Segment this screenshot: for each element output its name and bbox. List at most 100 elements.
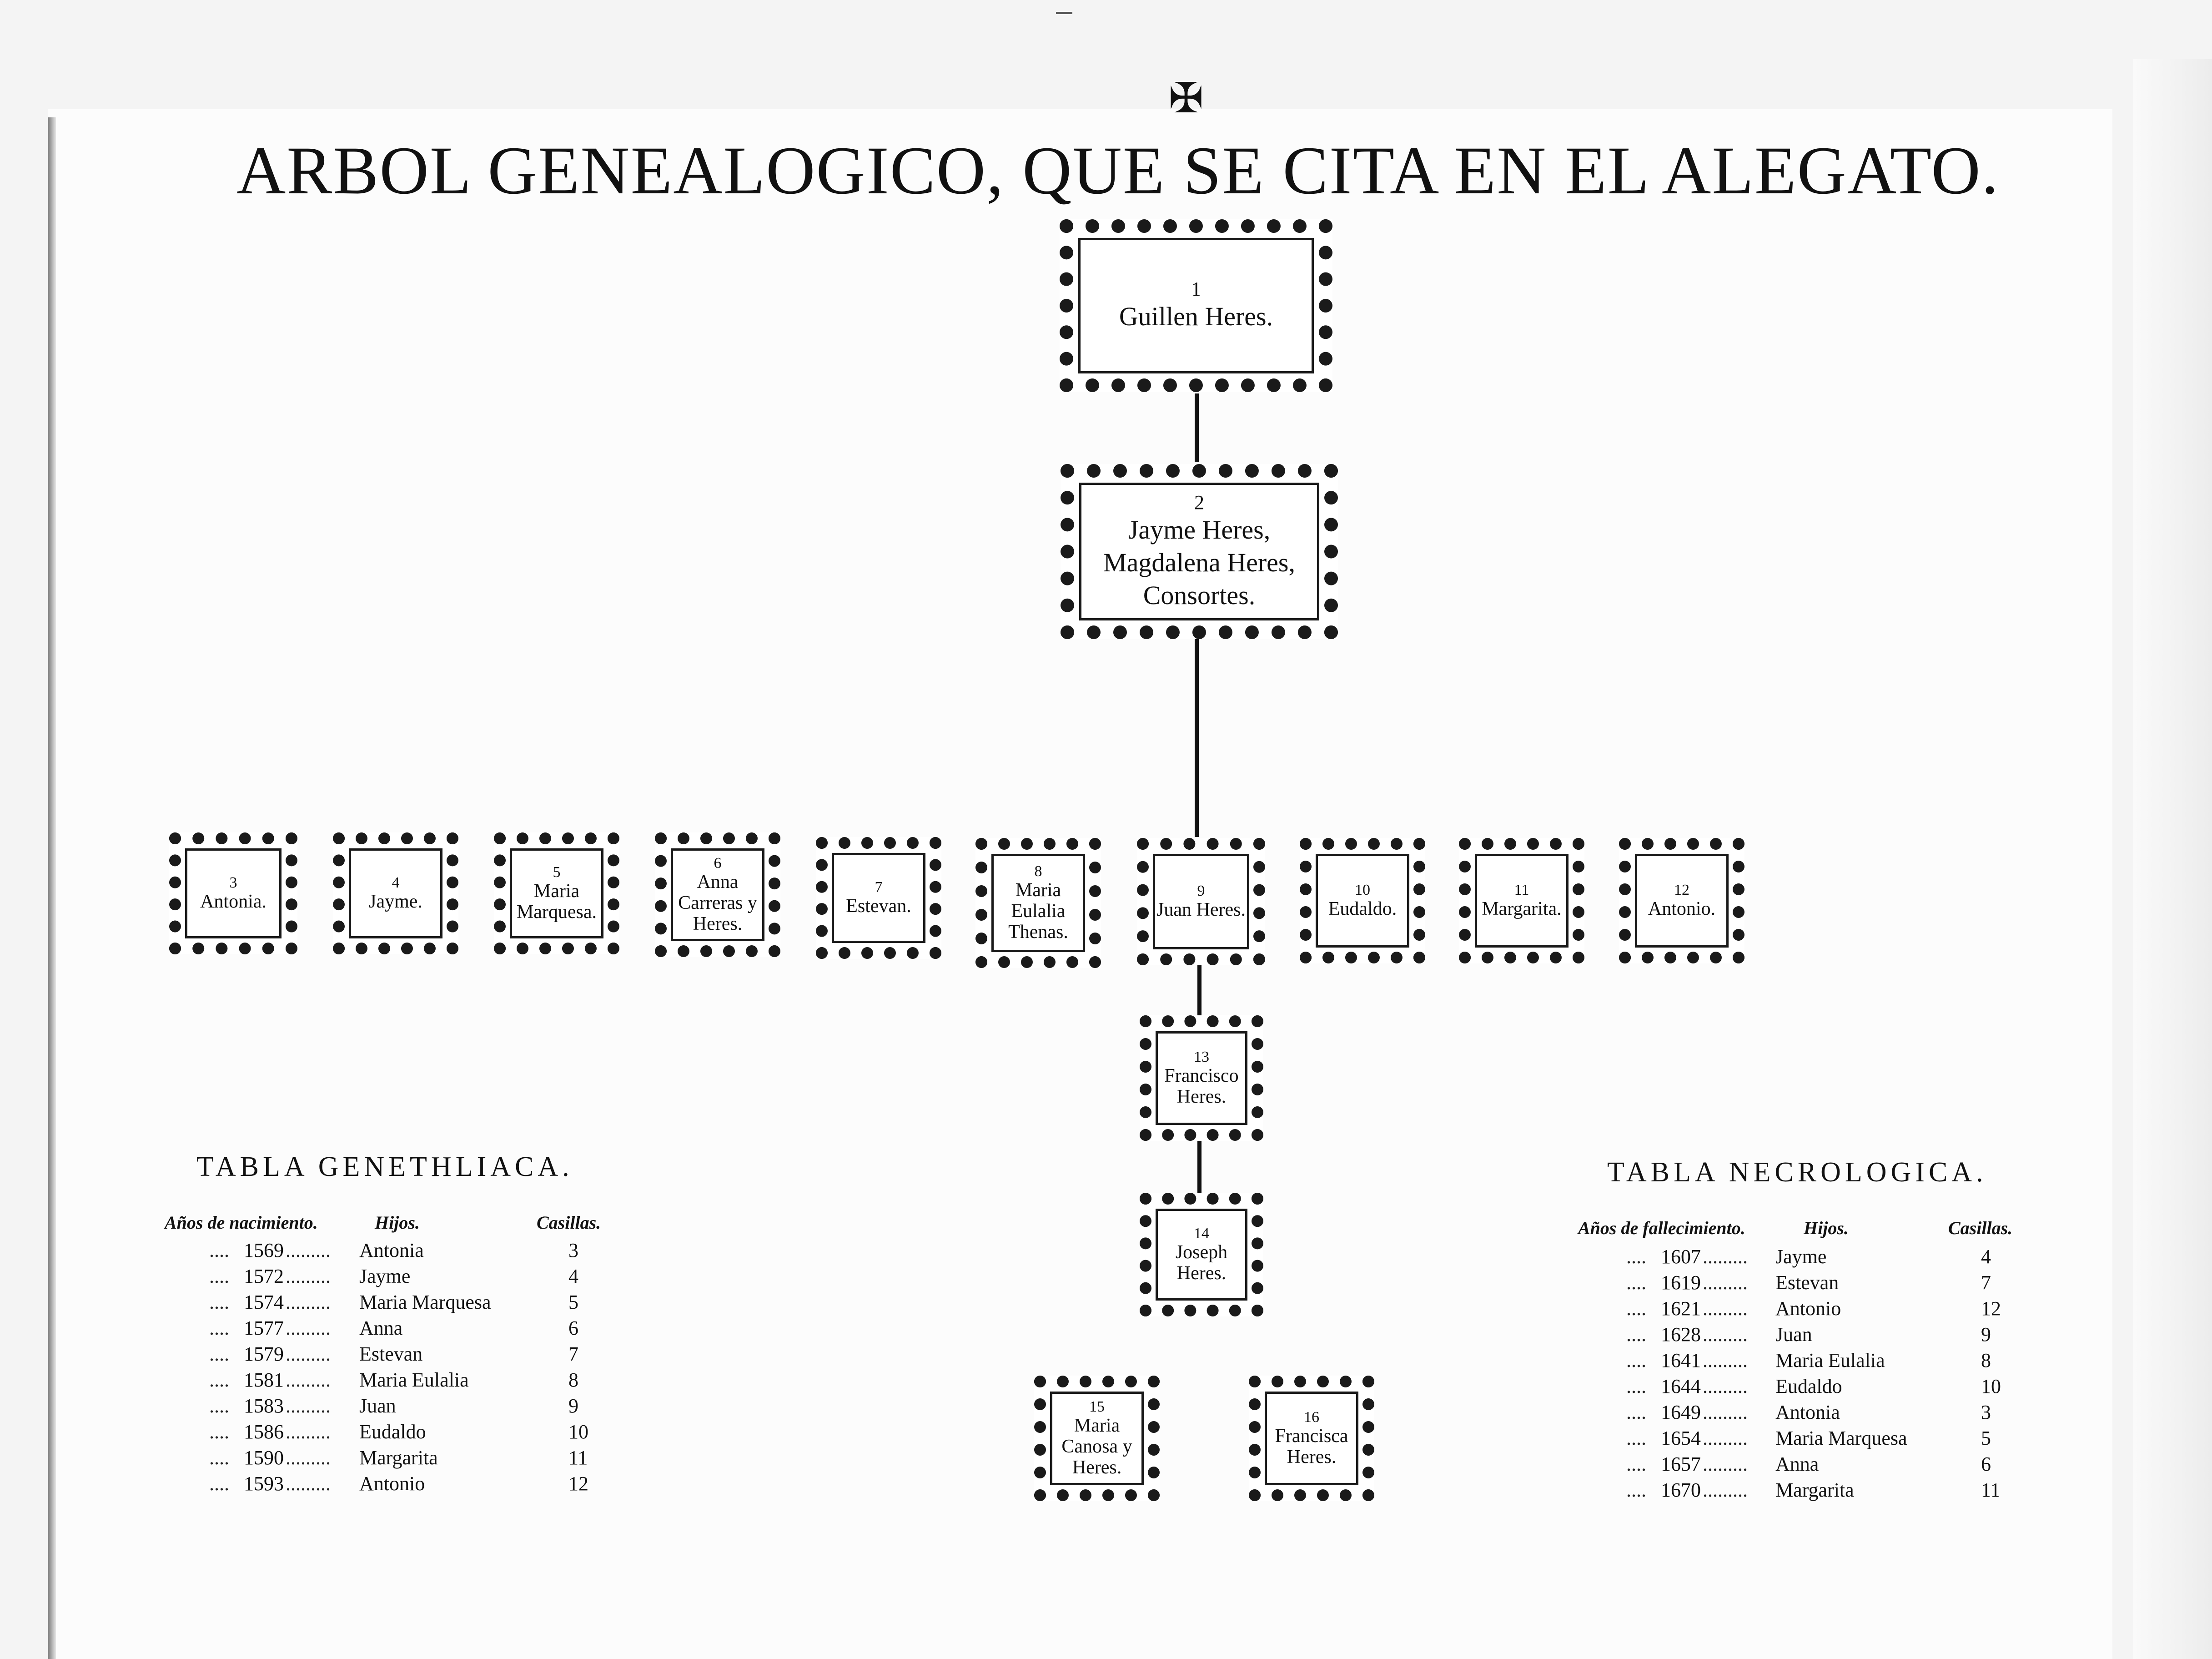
name-cell: Maria Eulalia [359, 1369, 469, 1391]
leader-dots: .... [1626, 1375, 1646, 1397]
leader-dots: .... [209, 1395, 229, 1417]
tree-box-8: 8 Maria Eulalia Thenas. [975, 838, 1101, 968]
tree-box-3: 3 Antonia. [169, 832, 297, 954]
casilla-cell: 9 [568, 1395, 578, 1417]
leader-dots: .... [209, 1369, 229, 1391]
necrologica-header-years: Años de fallecimiento. [1578, 1218, 1745, 1238]
leader-dots: .... [209, 1447, 229, 1469]
leader-dots: .... [1626, 1401, 1646, 1423]
leader-dots: .... [209, 1317, 229, 1339]
leader-dots: ......... [1703, 1401, 1748, 1423]
leader-dots: ......... [1703, 1349, 1748, 1372]
year-cell: 1579 [244, 1343, 284, 1365]
casilla-cell: 5 [568, 1291, 578, 1313]
leader-dots: .... [209, 1343, 229, 1365]
year-cell: 1654 [1661, 1427, 1701, 1449]
casilla-cell: 6 [568, 1317, 578, 1339]
box-name: Maria Marquesa. [516, 881, 597, 923]
box-name: Margarita. [1482, 898, 1562, 919]
casilla-cell: 6 [1981, 1453, 1991, 1475]
leader-dots: ......... [1703, 1271, 1748, 1294]
year-cell: 1593 [244, 1472, 284, 1495]
cross-icon: ✠ [1168, 74, 1204, 122]
box-name: Magdalena Heres, [1103, 547, 1295, 577]
leader-dots: .... [1626, 1427, 1646, 1449]
name-cell: Estevan [359, 1343, 423, 1365]
name-cell: Eudaldo [1775, 1375, 1842, 1397]
leader-dots: ......... [1703, 1453, 1748, 1475]
year-cell: 1644 [1661, 1375, 1701, 1397]
box-number: 6 [714, 855, 722, 872]
necrologica-title: TABLA NECROLOGICA. [1607, 1157, 1987, 1188]
casilla-cell: 5 [1981, 1427, 1991, 1449]
box-name: Francisco Heres. [1164, 1065, 1239, 1107]
tree-box-1: 1 Guillen Heres. [1060, 219, 1332, 392]
box-number: 5 [553, 864, 561, 881]
casilla-cell: 10 [1981, 1375, 2001, 1397]
genethliaca-header-years: Años de nacimiento. [165, 1212, 318, 1233]
box-number: 11 [1514, 882, 1529, 898]
box-number: 15 [1089, 1398, 1105, 1415]
box-number: 14 [1194, 1225, 1209, 1242]
name-cell: Maria Marquesa [359, 1291, 491, 1313]
name-cell: Margarita [359, 1447, 438, 1469]
casilla-cell: 7 [568, 1343, 578, 1365]
casilla-cell: 4 [568, 1265, 578, 1287]
necrologica-header-children: Hijos. [1804, 1218, 1849, 1238]
leader-dots: .... [1626, 1297, 1646, 1320]
box-number: 1 [1191, 278, 1201, 300]
tree-box-16: 16 Francisca Heres. [1249, 1376, 1374, 1501]
page-title: ARBOL GENEALOGICO, QUE SE CITA EN EL ALE… [236, 133, 2000, 208]
line-2-9 [1195, 637, 1199, 837]
name-cell: Jayme [359, 1265, 411, 1287]
tree-box-9: 9 Juan Heres. [1137, 838, 1265, 965]
box-name: Maria Eulalia Thenas. [1008, 880, 1068, 943]
box-name: Jayme Heres, [1128, 514, 1271, 545]
name-cell: Jayme [1775, 1246, 1827, 1268]
year-cell: 1619 [1661, 1271, 1701, 1294]
casilla-cell: 11 [1981, 1479, 2001, 1501]
name-cell: Antonio [359, 1472, 425, 1495]
leader-dots: ......... [286, 1395, 331, 1417]
casilla-cell: 8 [1981, 1349, 1991, 1372]
tree-box-6: 6 Anna Carreras y Heres. [655, 832, 780, 957]
box-name: Jayme. [369, 891, 422, 912]
box-number: 10 [1355, 882, 1370, 898]
genethliaca-header-cells: Casillas. [537, 1212, 601, 1233]
leader-dots: ......... [286, 1369, 331, 1391]
tree-box-2: 2 Jayme Heres, Magdalena Heres, Consorte… [1061, 464, 1338, 639]
box-name: Anna Carreras y Heres. [678, 872, 757, 934]
sheet-left-edge [48, 117, 56, 1659]
leader-dots: .... [1626, 1271, 1646, 1294]
leader-dots: .... [209, 1291, 229, 1313]
box-name: Antonio. [1648, 898, 1716, 919]
leader-dots: .... [1626, 1349, 1646, 1372]
name-cell: Juan [359, 1395, 396, 1417]
name-cell: Anna [359, 1317, 403, 1339]
tree-box-14: 14 Joseph Heres. [1140, 1193, 1263, 1316]
leader-dots: .... [1626, 1479, 1646, 1501]
box-number: 3 [229, 874, 237, 891]
box-number: 2 [1194, 491, 1204, 514]
name-cell: Antonia [1775, 1401, 1840, 1423]
leader-dots: .... [209, 1472, 229, 1495]
casilla-cell: 8 [568, 1369, 578, 1391]
box-number: 16 [1304, 1409, 1319, 1426]
year-cell: 1574 [244, 1291, 284, 1313]
box-name: Guillen Heres. [1119, 302, 1273, 331]
leader-dots: ......... [286, 1421, 331, 1443]
year-cell: 1657 [1661, 1453, 1701, 1475]
tree-box-7: 7 Estevan. [816, 837, 941, 959]
box-name: Estevan. [846, 896, 911, 917]
casilla-cell: 3 [1981, 1401, 1991, 1423]
leader-dots: .... [1626, 1246, 1646, 1268]
tree-box-4: 4 Jayme. [333, 832, 458, 954]
leader-dots: ......... [286, 1291, 331, 1313]
